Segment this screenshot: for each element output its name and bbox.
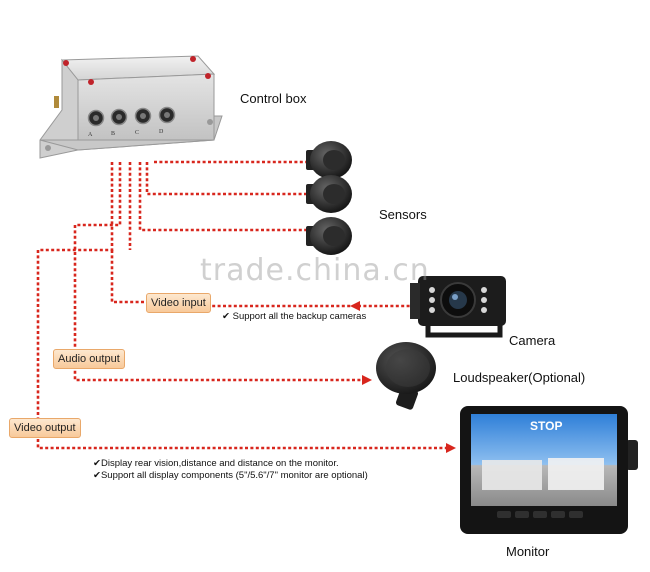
video-output-tag: Video output [9, 418, 81, 438]
sensor-2 [306, 175, 352, 213]
arrow-to-monitor [446, 443, 456, 453]
port-label-c: C [135, 130, 139, 136]
loudspeaker-illustration [376, 342, 436, 410]
note-support-display: ✔Support all display components (5"/5.6"… [93, 470, 368, 481]
wire-video-input [110, 162, 148, 304]
wire-video-output [36, 162, 452, 450]
port-label-b: B [111, 131, 115, 137]
monitor-screen-text: STOP [530, 419, 562, 433]
note-support-display-text: Support all display components (5"/5.6"/… [100, 470, 368, 481]
wire-sensor-3 [138, 162, 312, 232]
check-icon: ✔ [222, 311, 233, 322]
sensor-1 [306, 141, 352, 179]
port-d [158, 106, 176, 124]
camera-label: Camera [509, 333, 556, 348]
sensor-3 [306, 217, 352, 255]
port-b [110, 108, 128, 126]
video-input-tag: Video input [146, 293, 211, 313]
wire-audio [73, 162, 365, 382]
note-display-rear: ✔Display rear vision,distance and distan… [93, 458, 339, 469]
port-a [87, 109, 105, 127]
check-icon: ✔ [93, 470, 101, 481]
note-support-cameras: ✔ Support all the backup cameras [222, 311, 366, 322]
note-display-rear-text: Display rear vision,distance and distanc… [100, 458, 339, 469]
monitor-illustration: STOP [460, 406, 638, 534]
arrow-to-speaker [362, 375, 372, 385]
port-label-d: D [159, 129, 164, 135]
control-box-illustration [39, 55, 223, 159]
audio-output-tag: Audio output [53, 349, 125, 369]
port-c [134, 107, 152, 125]
control-box-label: Control box [240, 91, 307, 106]
check-icon: ✔ [93, 458, 101, 469]
sensors-label: Sensors [379, 207, 427, 222]
note-support-cameras-text: Support all the backup cameras [232, 311, 367, 322]
wire-sensor-2 [145, 162, 312, 196]
arrow-camera-to-input [350, 301, 360, 311]
monitor-label: Monitor [506, 544, 550, 559]
port-label-a: A [88, 132, 93, 138]
loudspeaker-label: Loudspeaker(Optional) [453, 370, 586, 385]
watermark: trade.china.cn [200, 253, 430, 288]
wiring-lines [36, 160, 452, 450]
control-box-ports: A B C D [87, 106, 176, 138]
camera-illustration [410, 276, 506, 338]
